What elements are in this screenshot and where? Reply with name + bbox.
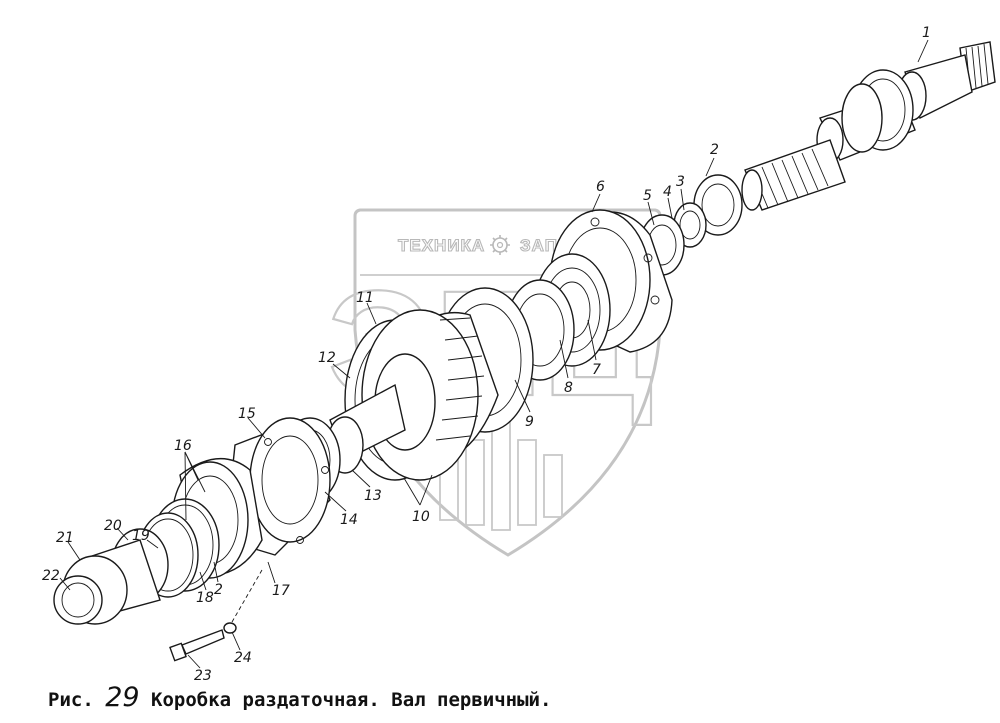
leader-lines xyxy=(59,39,929,669)
label-4: 4 xyxy=(663,184,672,200)
label-6: 6 xyxy=(596,179,605,195)
part-labels: 1 2 3 4 5 6 7 8 9 10 11 12 13 14 15 16 1… xyxy=(42,25,931,684)
gear-icon xyxy=(490,235,510,255)
label-17: 17 xyxy=(272,583,290,599)
label-14: 14 xyxy=(340,512,358,528)
label-20: 20 xyxy=(104,518,122,534)
part-bearings-upper xyxy=(639,174,743,276)
label-9: 9 xyxy=(525,414,534,430)
caption-number: 29 xyxy=(105,682,140,713)
label-11: 11 xyxy=(356,290,374,306)
primary-shaft xyxy=(741,41,996,211)
label-2-upper: 2 xyxy=(710,142,719,158)
figure-caption: Рис. 29 Коробка раздаточная. Вал первичн… xyxy=(48,682,551,713)
label-23: 23 xyxy=(194,668,212,684)
label-1: 1 xyxy=(922,25,931,41)
label-5: 5 xyxy=(643,188,652,204)
label-7: 7 xyxy=(592,362,601,378)
label-22: 22 xyxy=(42,568,60,584)
part-flange-nut xyxy=(53,528,169,625)
part-bolt-and-washer xyxy=(169,569,263,662)
label-24: 24 xyxy=(234,650,252,666)
label-2-lower: 2 xyxy=(214,582,223,598)
watermark-left-text: ТЕХНИКА xyxy=(398,236,485,255)
label-15: 15 xyxy=(238,406,256,422)
label-19: 19 xyxy=(132,528,150,544)
label-21: 21 xyxy=(56,530,74,546)
caption-prefix: Рис. xyxy=(48,689,94,711)
caption-title: Коробка раздаточная. Вал первичный. xyxy=(151,689,552,711)
label-3: 3 xyxy=(676,174,685,190)
label-13: 13 xyxy=(364,488,382,504)
watermark-bars xyxy=(439,419,563,531)
label-10: 10 xyxy=(412,509,430,525)
label-8: 8 xyxy=(564,380,573,396)
label-12: 12 xyxy=(318,350,336,366)
label-16: 16 xyxy=(174,438,192,454)
label-18: 18 xyxy=(196,590,214,606)
